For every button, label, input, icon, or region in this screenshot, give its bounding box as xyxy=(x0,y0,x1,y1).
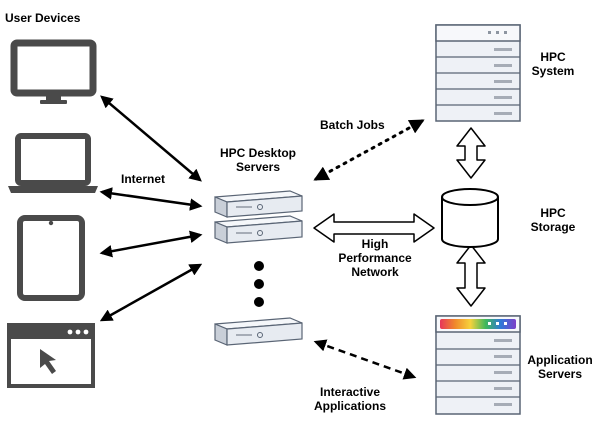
high-performance-network-arrow xyxy=(313,213,435,243)
window-dot-icon xyxy=(75,329,81,335)
interactive-applications-arrow xyxy=(313,339,417,380)
server-tower-icon xyxy=(435,315,521,415)
user-devices-label: User Devices xyxy=(5,11,81,25)
interactive-applications-label: Interactive Applications xyxy=(313,385,386,413)
system-storage-arrow xyxy=(456,127,486,179)
server-tower-icon xyxy=(435,24,521,122)
ellipsis-dots-icon xyxy=(254,261,264,307)
internet-arrows xyxy=(99,95,203,322)
internet-arrow xyxy=(99,263,203,322)
rack-server-icon xyxy=(214,317,303,346)
window-dot-icon xyxy=(83,329,89,335)
internet-arrow xyxy=(99,230,203,258)
desktop-monitor-icon xyxy=(10,39,97,104)
internet-arrow xyxy=(100,95,202,182)
tablet-icon xyxy=(17,215,85,301)
high-performance-network-label: High Performance Network xyxy=(338,237,412,279)
batch-jobs-label: Batch Jobs xyxy=(320,118,385,132)
internet-arrow xyxy=(99,187,203,211)
rack-server-icon xyxy=(214,215,303,244)
laptop-icon xyxy=(8,133,98,193)
storage-application-arrow xyxy=(456,244,486,307)
browser-window-icon xyxy=(7,323,95,388)
hpc-system-label: HPC System xyxy=(531,50,575,78)
hpc-storage-label: HPC Storage xyxy=(530,206,576,234)
application-servers-label: Application Servers xyxy=(527,353,593,381)
storage-cylinder-icon xyxy=(441,188,499,248)
window-dot-icon xyxy=(67,329,73,335)
cursor-arrow-icon xyxy=(40,349,56,374)
internet-label: Internet xyxy=(121,172,166,186)
rack-server-icon xyxy=(214,190,303,218)
hpc-desktop-servers-label: HPC Desktop Servers xyxy=(219,146,296,174)
